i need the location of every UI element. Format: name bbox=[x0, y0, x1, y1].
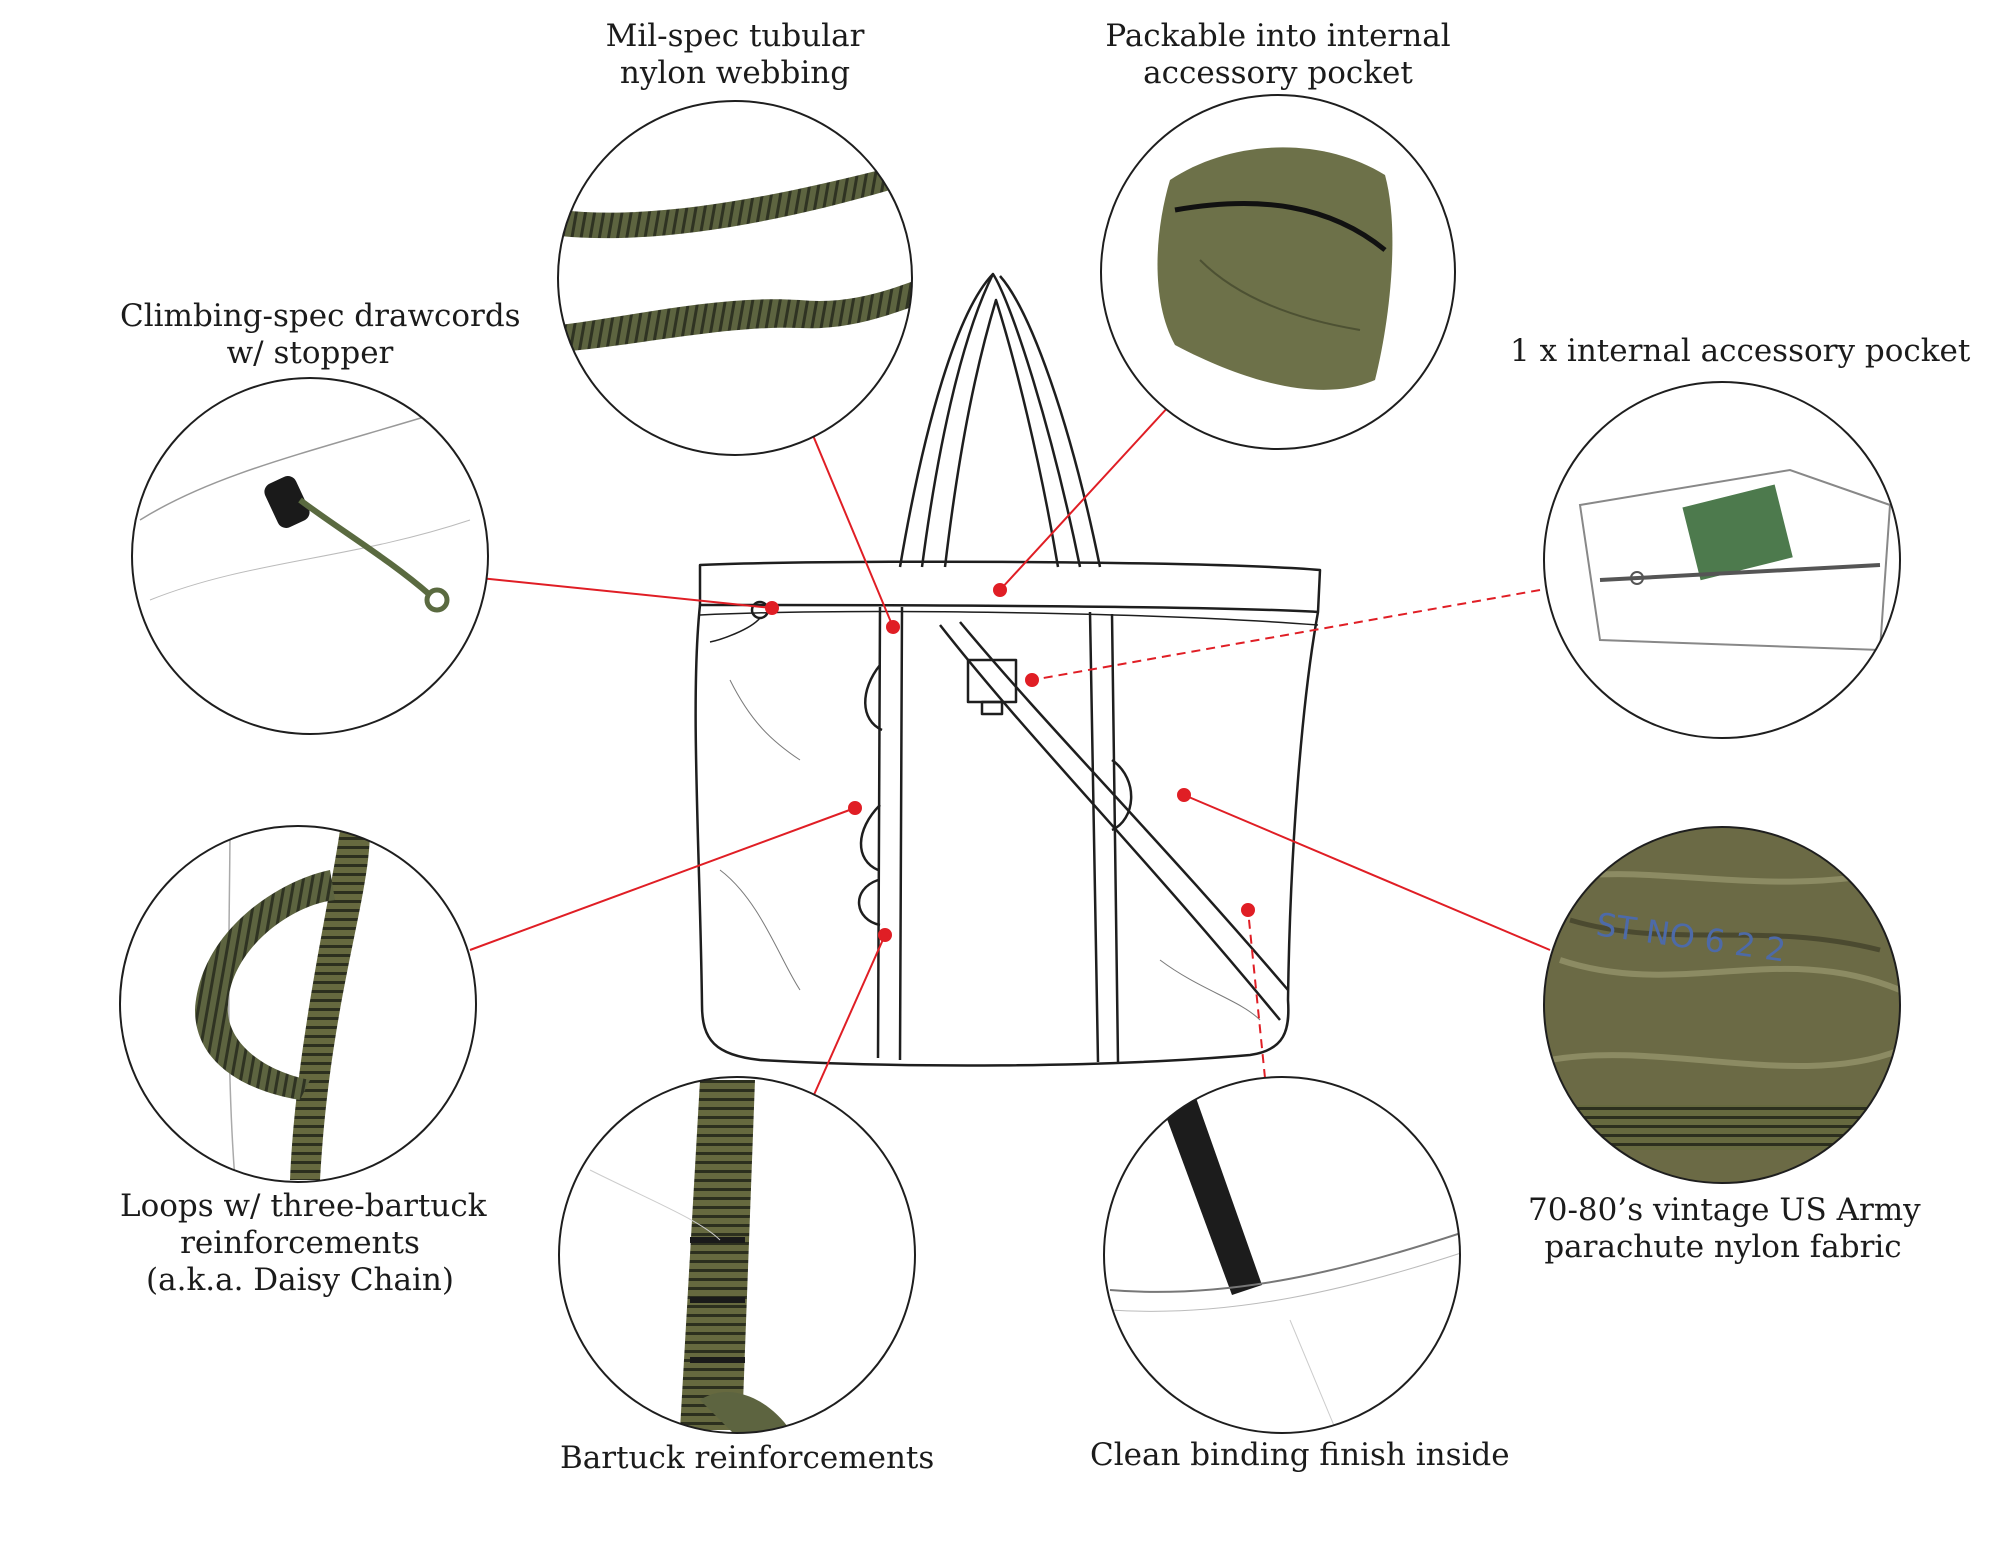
fabric-label-line-2: parachute nylon fabric bbox=[1544, 1229, 1902, 1265]
binding-label-line-1: Clean binding finish inside bbox=[1090, 1437, 1510, 1473]
packable-label-line-1: Packable into internal bbox=[1105, 18, 1451, 54]
bartuck-label: Bartuck reinforcements bbox=[560, 1440, 935, 1477]
binding-marker-dot bbox=[1241, 903, 1255, 917]
packable-marker-dot bbox=[993, 583, 1007, 597]
drawcord-detail-image bbox=[131, 377, 489, 735]
bartuck-marker-dot bbox=[878, 928, 892, 942]
packable-label-line-2: accessory pocket bbox=[1143, 55, 1413, 91]
fabric-label-line-1: 70-80’s vintage US Army bbox=[1528, 1192, 1921, 1228]
webbing-label-line-2: nylon webbing bbox=[619, 55, 851, 91]
fabric-label: 70-80’s vintage US Army parachute nylon … bbox=[1528, 1192, 1921, 1266]
daisy-chain-label-line-1: Loops w/ three-bartuck bbox=[120, 1188, 487, 1224]
daisy-chain-label-line-2: reinforcements bbox=[180, 1225, 420, 1261]
bartuck-label-line-1: Bartuck reinforcements bbox=[560, 1440, 935, 1476]
packable-label: Packable into internal accessory pocket bbox=[1098, 18, 1458, 92]
drawcord-label: Climbing-spec drawcords w/ stopper bbox=[120, 298, 521, 372]
packable-detail-image bbox=[1100, 94, 1456, 450]
webbing-label: Mil-spec tubular nylon webbing bbox=[585, 18, 885, 92]
binding-label: Clean binding finish inside bbox=[1090, 1437, 1510, 1474]
webbing-detail-image bbox=[557, 100, 913, 456]
pocket-label: 1 x internal accessory pocket bbox=[1510, 333, 1971, 370]
webbing-marker-dot bbox=[886, 620, 900, 634]
connectors bbox=[469, 404, 1551, 1098]
fabric-detail-image: ST NO 6 2 2 bbox=[1543, 826, 1901, 1184]
pocket-detail-image bbox=[1543, 381, 1901, 739]
fabric-marker-dot bbox=[1177, 788, 1191, 802]
daisy-chain-detail-image bbox=[119, 825, 477, 1183]
pocket-marker-dot bbox=[1025, 673, 1039, 687]
drawcord-marker-dot bbox=[765, 601, 779, 615]
daisy-chain-label-line-3: (a.k.a. Daisy Chain) bbox=[146, 1262, 454, 1298]
daisy-marker-dot bbox=[848, 801, 862, 815]
daisy-chain-label: Loops w/ three-bartuck reinforcements (a… bbox=[120, 1188, 487, 1299]
drawcord-label-line-2: w/ stopper bbox=[226, 335, 394, 371]
pocket-label-line-1: 1 x internal accessory pocket bbox=[1510, 333, 1971, 369]
webbing-label-line-1: Mil-spec tubular bbox=[605, 18, 865, 54]
bartuck-detail-image bbox=[558, 1076, 916, 1434]
binding-detail-image bbox=[1103, 1076, 1461, 1434]
drawcord-label-line-1: Climbing-spec drawcords bbox=[120, 298, 521, 334]
